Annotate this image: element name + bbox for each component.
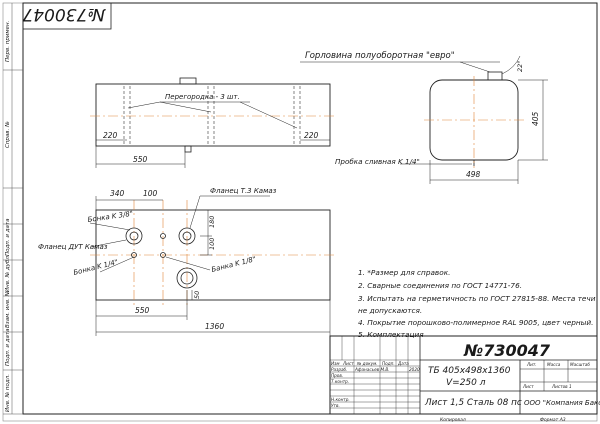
dim-100b: 100 <box>208 238 216 250</box>
r-razrab: Разраб. <box>331 367 347 372</box>
label-partitions: Перегородка - 3 шт. <box>165 93 240 101</box>
label-drain: Пробка сливная K 1/4" <box>335 157 420 166</box>
top-number-box: №730047 <box>22 2 112 30</box>
side-view: Горловина полуоборотная "евро" 405 498 2… <box>300 51 548 184</box>
stamp-sprav: Справ. № <box>5 121 11 148</box>
h-sign: Подп. <box>382 361 395 366</box>
h-izm: Изм <box>331 361 340 366</box>
stamp-inv-podl: Инв. № подл. <box>5 374 11 412</box>
copied: Копировал <box>440 417 466 423</box>
h-sheet: Лист <box>522 384 534 389</box>
stamp-podp1: Подп. и дата <box>5 218 11 256</box>
dim-340: 340 <box>110 189 125 198</box>
dim-50: 50 <box>193 291 201 299</box>
title-number: №730047 <box>463 341 551 360</box>
title-material: Лист 1,5 Сталь 08 пс <box>424 398 522 408</box>
r-nkontr: Н.контр. <box>331 397 350 402</box>
h-date: Дата <box>397 361 409 366</box>
dim-550-top: 550 <box>133 155 148 164</box>
note-4: 4. Покрытие порошково-полимерное RAL 900… <box>358 318 594 327</box>
h-scale: Масштаб <box>570 362 590 367</box>
r-prov: Пров. <box>331 373 343 378</box>
r-utv: Утв. <box>331 403 340 408</box>
dim-180: 180 <box>208 216 216 228</box>
dim-405: 405 <box>531 111 540 126</box>
label-bank-18: Банка K 1/8" <box>211 255 257 274</box>
dim-1360: 1360 <box>205 322 224 331</box>
top-doc-number: №730047 <box>22 4 106 24</box>
title-name-1: ТБ 405х498х1360 <box>428 366 511 376</box>
front-view: Перегородка - 3 шт. 220 220 550 <box>90 77 336 168</box>
h-doc: № докум. <box>356 361 378 366</box>
h-lit: Лит. <box>526 362 537 367</box>
h-sheets: Листов 1 <box>551 384 572 389</box>
label-flange-dut: Фланец ДУТ Камаз <box>38 243 108 251</box>
note-5: 5. Комплектация <box>358 330 424 339</box>
dim-498: 498 <box>466 170 481 179</box>
side-stamp-column <box>3 3 23 415</box>
dim-22deg: 22° <box>516 60 524 72</box>
h-mass: Масса <box>547 362 561 367</box>
plan-view: Фланец Т.3 Камаз Бонка K 3/8" Фланец ДУТ… <box>38 187 336 336</box>
title-name-2: V=250 л <box>446 378 486 388</box>
r-razrab-name: Афанасьев М.В. <box>354 367 390 372</box>
note-3: 3. Испытать на герметичность по ГОСТ 278… <box>358 294 596 303</box>
note-1: 1. *Размер для справок. <box>358 268 451 277</box>
format: Формат А3 <box>540 417 566 423</box>
title-company: ООО "Компания Бакор" <box>524 399 600 407</box>
dim-550-bottom: 550 <box>135 306 150 315</box>
label-neck: Горловина полуоборотная "евро" <box>305 51 455 61</box>
note-2: 2. Сварные соединения по ГОСТ 14771-76. <box>358 281 523 290</box>
h-list: Лист <box>342 361 354 366</box>
r-tkontr: Т.контр. <box>331 379 349 384</box>
stamp-inv-dubl: Инв. № дубл. <box>5 254 11 292</box>
label-bank-38: Бонка K 3/8" <box>87 210 133 224</box>
title-block <box>329 335 598 415</box>
r-razrab-date: 2020 <box>409 367 420 372</box>
stamp-podp2: Подп. и дата <box>5 328 11 366</box>
dim-100a: 100 <box>143 189 158 198</box>
note-3b: не допускаются. <box>358 306 423 315</box>
dim-220-right: 220 <box>304 131 319 140</box>
dim-220-left: 220 <box>103 131 118 140</box>
stamp-vzam: Взам. инв. № <box>5 290 11 328</box>
stamp-perv: Перв. примен. <box>5 20 11 62</box>
label-flange-t3: Фланец Т.3 Камаз <box>210 187 277 195</box>
